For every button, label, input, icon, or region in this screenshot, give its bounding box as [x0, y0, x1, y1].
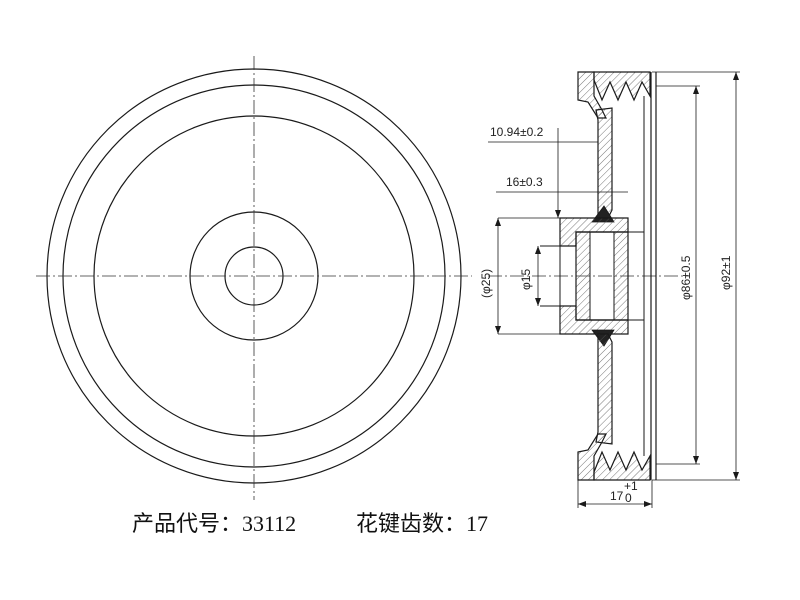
- dim-width-base: 17: [610, 489, 624, 503]
- dim-outer-diameter: φ92±1: [719, 255, 733, 290]
- dimension-lines: [488, 71, 740, 508]
- dim-width: 17: [610, 489, 624, 503]
- dim-bore-diameter: φ15: [519, 269, 533, 290]
- bore-hatch-right: [613, 231, 629, 321]
- dim-hub-length: 16±0.3: [506, 175, 543, 189]
- dim-groove-diameter: φ86±0.5: [679, 255, 693, 300]
- bottom-web: [595, 333, 613, 445]
- dim-width-lower-tol: 0: [625, 491, 632, 505]
- bottom-grooves: [593, 450, 651, 481]
- dim-rim-offset: 10.94±0.2: [490, 125, 544, 139]
- top-grooves: [593, 71, 651, 102]
- dim-hub-diameter: (φ25): [479, 269, 493, 298]
- bore-hatch: [575, 231, 591, 321]
- section-view: [488, 71, 690, 481]
- dim-width-upper-tol: +1: [624, 479, 638, 493]
- dimension-arrows: [495, 72, 739, 507]
- product-code-label: 产品代号：33112: [132, 511, 297, 536]
- front-centerlines: [36, 56, 472, 500]
- top-web: [595, 107, 613, 219]
- spline-teeth-label: 花键齿数：17: [356, 511, 489, 536]
